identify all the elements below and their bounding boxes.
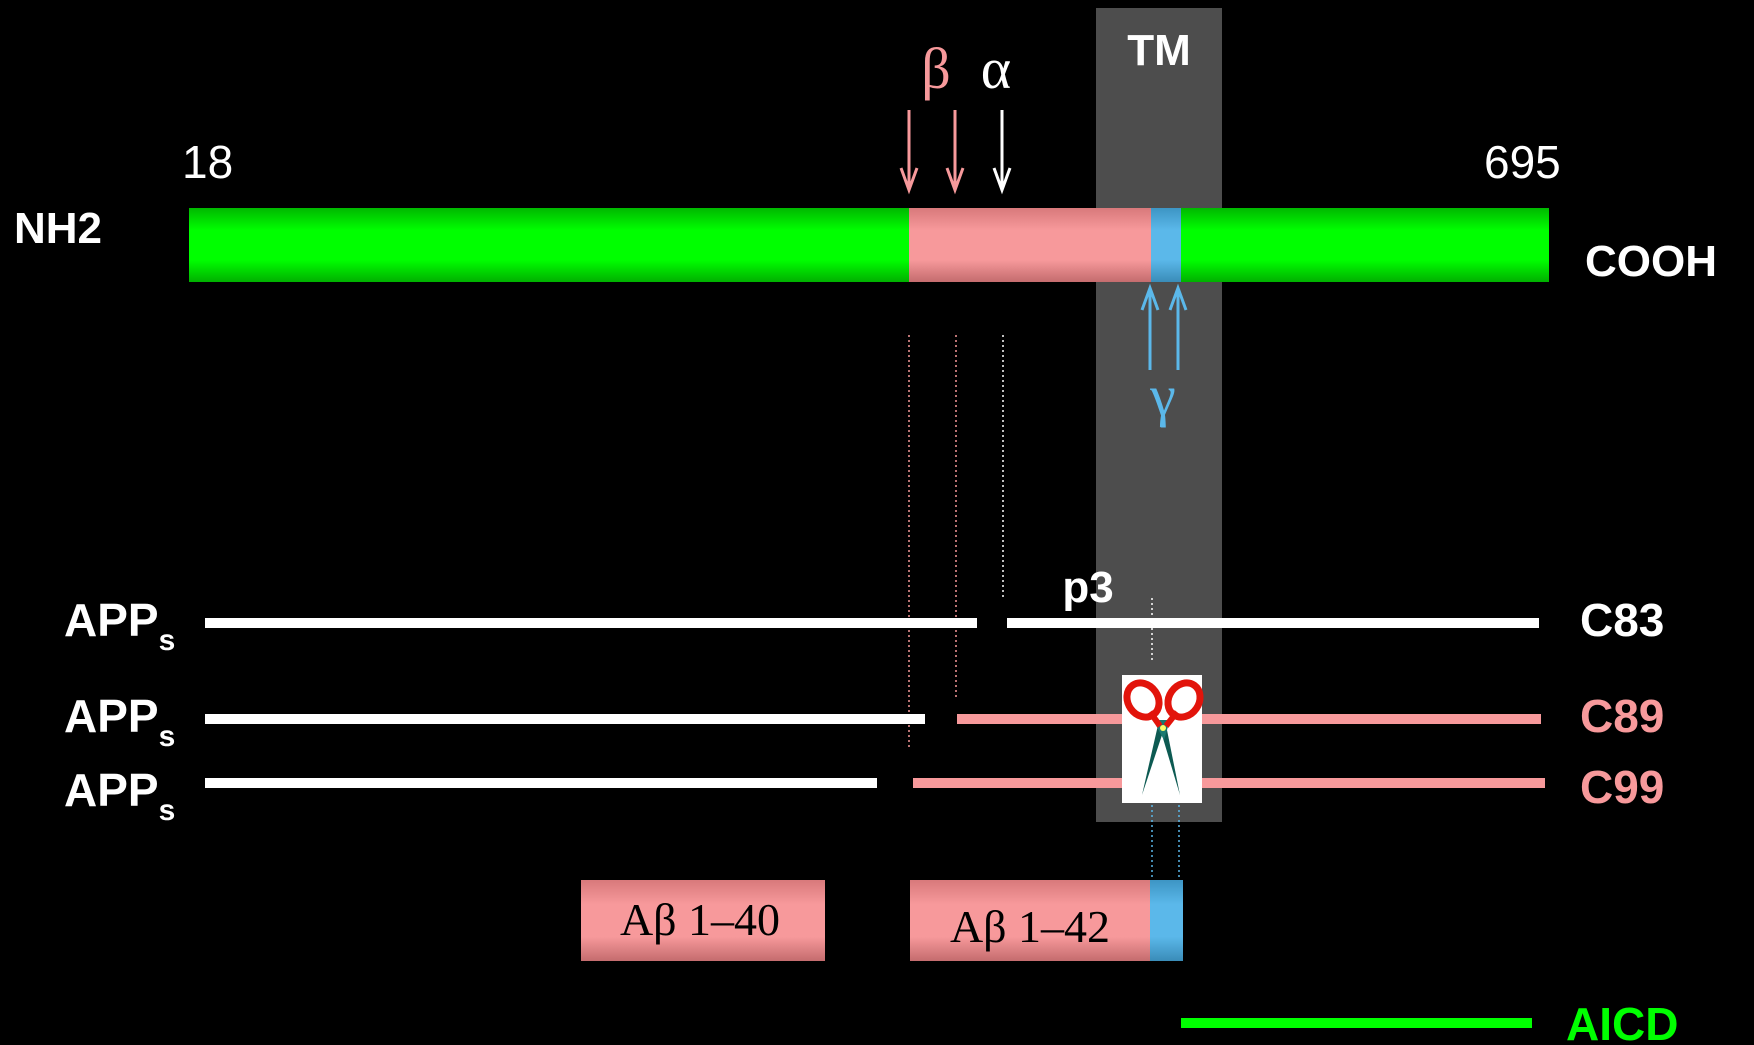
aicd-fragment: AICD bbox=[1181, 998, 1678, 1045]
end-residue: 695 bbox=[1484, 136, 1561, 188]
c83-label: C83 bbox=[1580, 594, 1664, 646]
apps-label: APPs bbox=[64, 594, 175, 657]
abeta-1-40-peptide: Aβ 1–40 bbox=[581, 880, 825, 961]
c89-label: C89 bbox=[1580, 690, 1664, 742]
c99-label: C99 bbox=[1580, 761, 1664, 813]
fragment-row-c89: APPs C89 bbox=[64, 690, 1664, 753]
gamma-secretase-label: γ bbox=[1149, 363, 1176, 428]
gamma-site-segment bbox=[1151, 208, 1181, 282]
abeta-1-40-label: Aβ 1–40 bbox=[620, 894, 780, 945]
n-terminus-label: NH2 bbox=[14, 204, 102, 253]
fragment-row-c99: APPs C99 bbox=[64, 761, 1664, 827]
scissors-icon bbox=[1122, 675, 1204, 803]
gamma-cleavage-arrow-1 bbox=[1140, 283, 1160, 370]
abeta-1-42-peptide: Aβ 1–42 bbox=[910, 880, 1183, 961]
gamma-cleavage-arrow-2 bbox=[1168, 283, 1188, 370]
beta-secretase-label: β bbox=[921, 36, 951, 101]
alpha-cleavage-arrow bbox=[992, 110, 1012, 195]
apps-label: APPs bbox=[64, 764, 175, 827]
apps-label: APPs bbox=[64, 690, 175, 753]
tm-label: TM bbox=[1127, 26, 1191, 75]
c-terminus-label: COOH bbox=[1585, 237, 1717, 286]
abeta-1-42-label: Aβ 1–42 bbox=[950, 901, 1110, 952]
abeta-region-segment bbox=[909, 208, 1151, 282]
start-residue: 18 bbox=[182, 136, 233, 188]
beta-cleavage-arrow-2 bbox=[945, 110, 965, 195]
alpha-secretase-label: α bbox=[981, 36, 1011, 101]
fragment-row-c83: APPs C83 bbox=[64, 594, 1664, 657]
app-full-length-bar bbox=[189, 208, 1549, 282]
aicd-label: AICD bbox=[1566, 998, 1678, 1045]
cytoplasmic-segment bbox=[1181, 208, 1549, 282]
ectodomain-segment bbox=[189, 208, 909, 282]
p3-label: p3 bbox=[1062, 563, 1113, 612]
beta-cleavage-arrow-1 bbox=[899, 110, 919, 195]
